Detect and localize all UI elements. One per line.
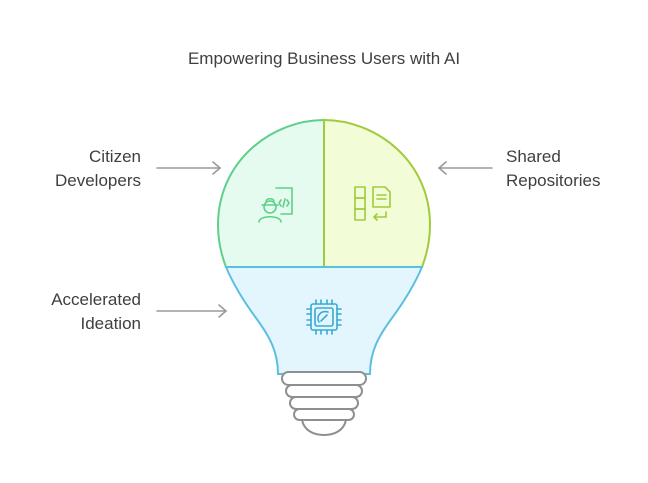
label-line: Developers <box>55 171 141 190</box>
arrow-citizen <box>156 161 222 175</box>
developer-code-icon <box>258 187 293 223</box>
segment-shared-outline <box>323 118 432 268</box>
label-line: Repositories <box>506 171 601 190</box>
diagram-title: Empowering Business Users with AI <box>187 49 461 68</box>
segment-accelerated-outline <box>224 266 424 375</box>
label-line: Accelerated <box>51 290 141 309</box>
arrow-shared <box>437 161 493 175</box>
label-citizen-developers: Citizen Developers <box>55 145 141 193</box>
label-line: Citizen <box>89 147 141 166</box>
label-line: Shared <box>506 147 561 166</box>
label-accelerated-ideation: Accelerated Ideation <box>51 288 141 336</box>
label-shared-repositories: Shared Repositories <box>506 145 601 193</box>
arrow-accelerated <box>156 304 228 318</box>
label-line: Ideation <box>80 314 142 333</box>
bulb-socket <box>281 371 367 437</box>
segment-citizen-outline <box>216 118 325 268</box>
repository-files-icon <box>354 186 391 221</box>
ai-chip-icon <box>306 299 342 335</box>
